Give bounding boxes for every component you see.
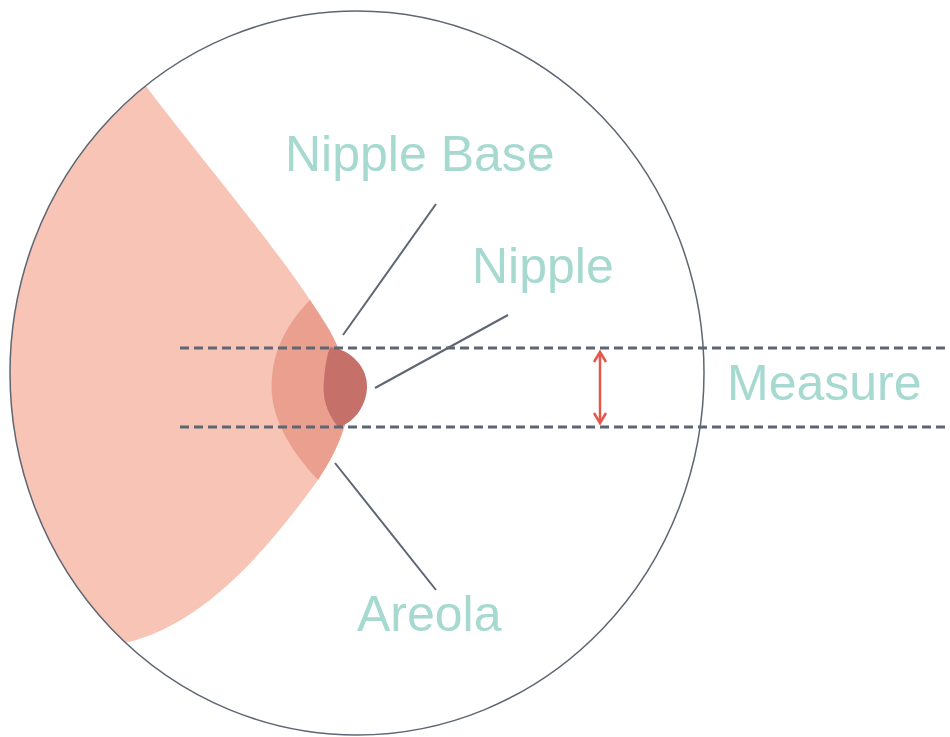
part-label: Measure xyxy=(727,353,922,413)
part-label: Areola xyxy=(357,584,502,644)
leader-line xyxy=(335,463,436,590)
magnifier-circle xyxy=(10,11,704,735)
part-label: Nipple xyxy=(472,236,614,296)
leader-line xyxy=(343,204,436,335)
nipple-shape xyxy=(324,347,368,427)
dashed-guide xyxy=(180,347,950,350)
leader-line xyxy=(375,315,508,388)
part-label: Nipple Base xyxy=(285,124,555,184)
dashed-guide xyxy=(180,426,950,429)
measure-arrow xyxy=(594,352,606,423)
